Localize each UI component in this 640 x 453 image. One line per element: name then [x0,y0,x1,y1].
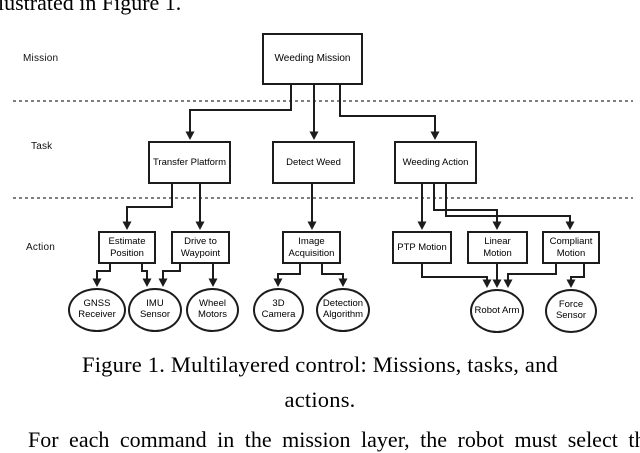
arrowhead [417,221,427,230]
arrowhead [92,278,102,287]
node-detection-algorithm: Detection Algorithm [316,288,370,332]
node-3d-camera: 3D Camera [253,288,304,332]
node-imu-sensor: IMU Sensor [128,288,182,332]
node-detect-weed: Detect Weed [272,141,355,184]
arrowhead [309,131,319,140]
layer-label-task: Task [31,141,53,152]
edge-compliant-force [570,263,585,280]
edge-mission-transfer [189,84,292,132]
arrowhead [158,278,168,287]
arrowhead [273,278,283,287]
node-label: GNSS Receiver [78,298,116,320]
edge-compliant-robotarm [507,263,557,280]
node-weeding-action: Weeding Action [394,141,477,184]
node-label: IMU Sensor [139,298,171,320]
layer-label-mission: Mission [23,53,59,64]
arrowhead [492,279,502,288]
arrowhead [307,221,317,230]
edge-estimate-imu [141,263,148,279]
arrowhead [503,279,513,288]
layer-separator-lines [13,100,633,199]
edge-estimate-gnss [96,263,111,279]
edge-ptp-robotarm [421,263,488,280]
node-force-sensor: Force Sensor [545,289,597,333]
arrowhead [566,279,576,288]
node-robot-arm: Robot Arm [470,289,524,333]
connector-lines [96,84,585,280]
edge-image-detection [321,263,344,279]
node-label: Wheel Motors [197,298,228,320]
arrowhead [492,221,502,230]
arrowhead [565,221,575,230]
node-gnss-receiver: GNSS Receiver [68,288,126,332]
node-estimate-position: Estimate Position [98,231,156,264]
arrowhead [208,278,218,287]
node-drive-to-waypoint: Drive to Waypoint [171,231,230,264]
arrowhead [185,131,195,140]
edge-drive-imu [162,263,181,279]
node-label: Detection Algorithm [322,298,364,320]
node-compliant-motion: Compliant Motion [542,231,600,264]
figure-connector-layer [13,84,633,288]
edge-mission-weeding-action [339,84,436,132]
node-linear-motion: Linear Motion [467,231,528,264]
node-wheel-motors: Wheel Motors [186,288,239,332]
node-label: 3D Camera [261,298,296,320]
arrowhead [122,221,132,230]
arrowhead [338,278,348,287]
node-image-acquisition: Image Acquisition [282,231,341,264]
arrowhead [142,278,152,287]
node-transfer-platform: Transfer Platform [148,141,231,184]
arrowheads [92,131,576,288]
figure-caption-line1: Figure 1. Multilayered control: Missions… [82,352,558,377]
node-label: Robot Arm [474,304,520,316]
figure-caption: Figure 1. Multilayered control: Missions… [0,347,640,417]
edge-image-camera [277,263,301,279]
layer-label-action: Action [26,242,55,253]
edge-transfer-estimate [126,183,173,222]
body-text-fragment-top: lustrated in Figure 1. [0,0,182,15]
figure-caption-line2: actions. [284,387,356,412]
node-weeding-mission: Weeding Mission [262,33,363,85]
arrowhead [482,279,492,288]
edge-weeding-compliant [445,183,571,222]
arrowhead [195,221,205,230]
arrowhead [430,131,440,140]
node-ptp-motion: PTP Motion [392,231,452,264]
node-label: Force Sensor [555,299,587,321]
